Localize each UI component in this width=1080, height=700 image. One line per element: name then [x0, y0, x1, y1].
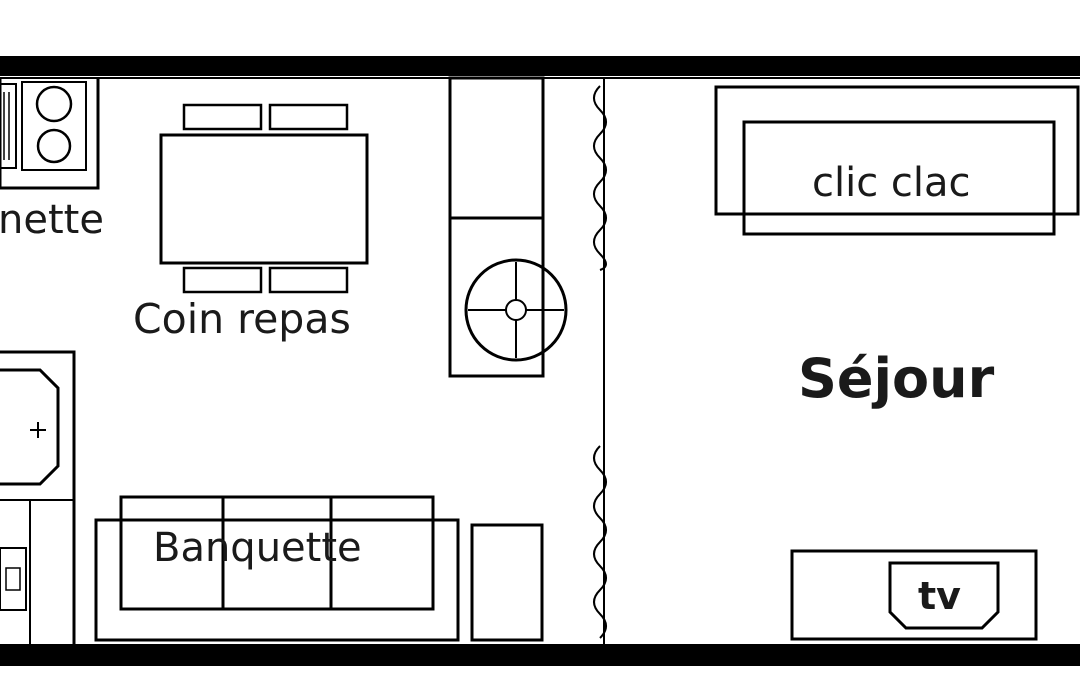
tv-stand [790, 549, 1038, 641]
dining-table [159, 103, 369, 294]
chair [268, 103, 349, 131]
cupboard [448, 76, 545, 378]
water-heater [464, 258, 568, 362]
top-wall [0, 56, 1080, 76]
chair [268, 266, 349, 294]
bottom-wall [0, 644, 1080, 666]
kitchenette-label: nette [0, 197, 104, 243]
chair [182, 266, 263, 294]
plus-icon [30, 422, 46, 438]
banquette-label: Banquette [153, 525, 362, 571]
sofa-bed [714, 85, 1080, 236]
tv-label: tv [918, 574, 961, 618]
banquette-sofa [94, 495, 460, 642]
kitchen-counter [0, 78, 100, 190]
curtain-top [593, 85, 607, 271]
living-room-label: Séjour [798, 347, 995, 410]
sofa-bed-label: clic clac [812, 160, 971, 206]
side-table [470, 523, 544, 642]
chair [182, 103, 263, 131]
cooktop [21, 81, 87, 171]
burner-2 [36, 128, 72, 164]
curtain-bottom [593, 445, 607, 639]
sink-cabinet [0, 350, 76, 644]
dining-area-label: Coin repas [133, 295, 351, 343]
burner-1 [35, 85, 73, 123]
